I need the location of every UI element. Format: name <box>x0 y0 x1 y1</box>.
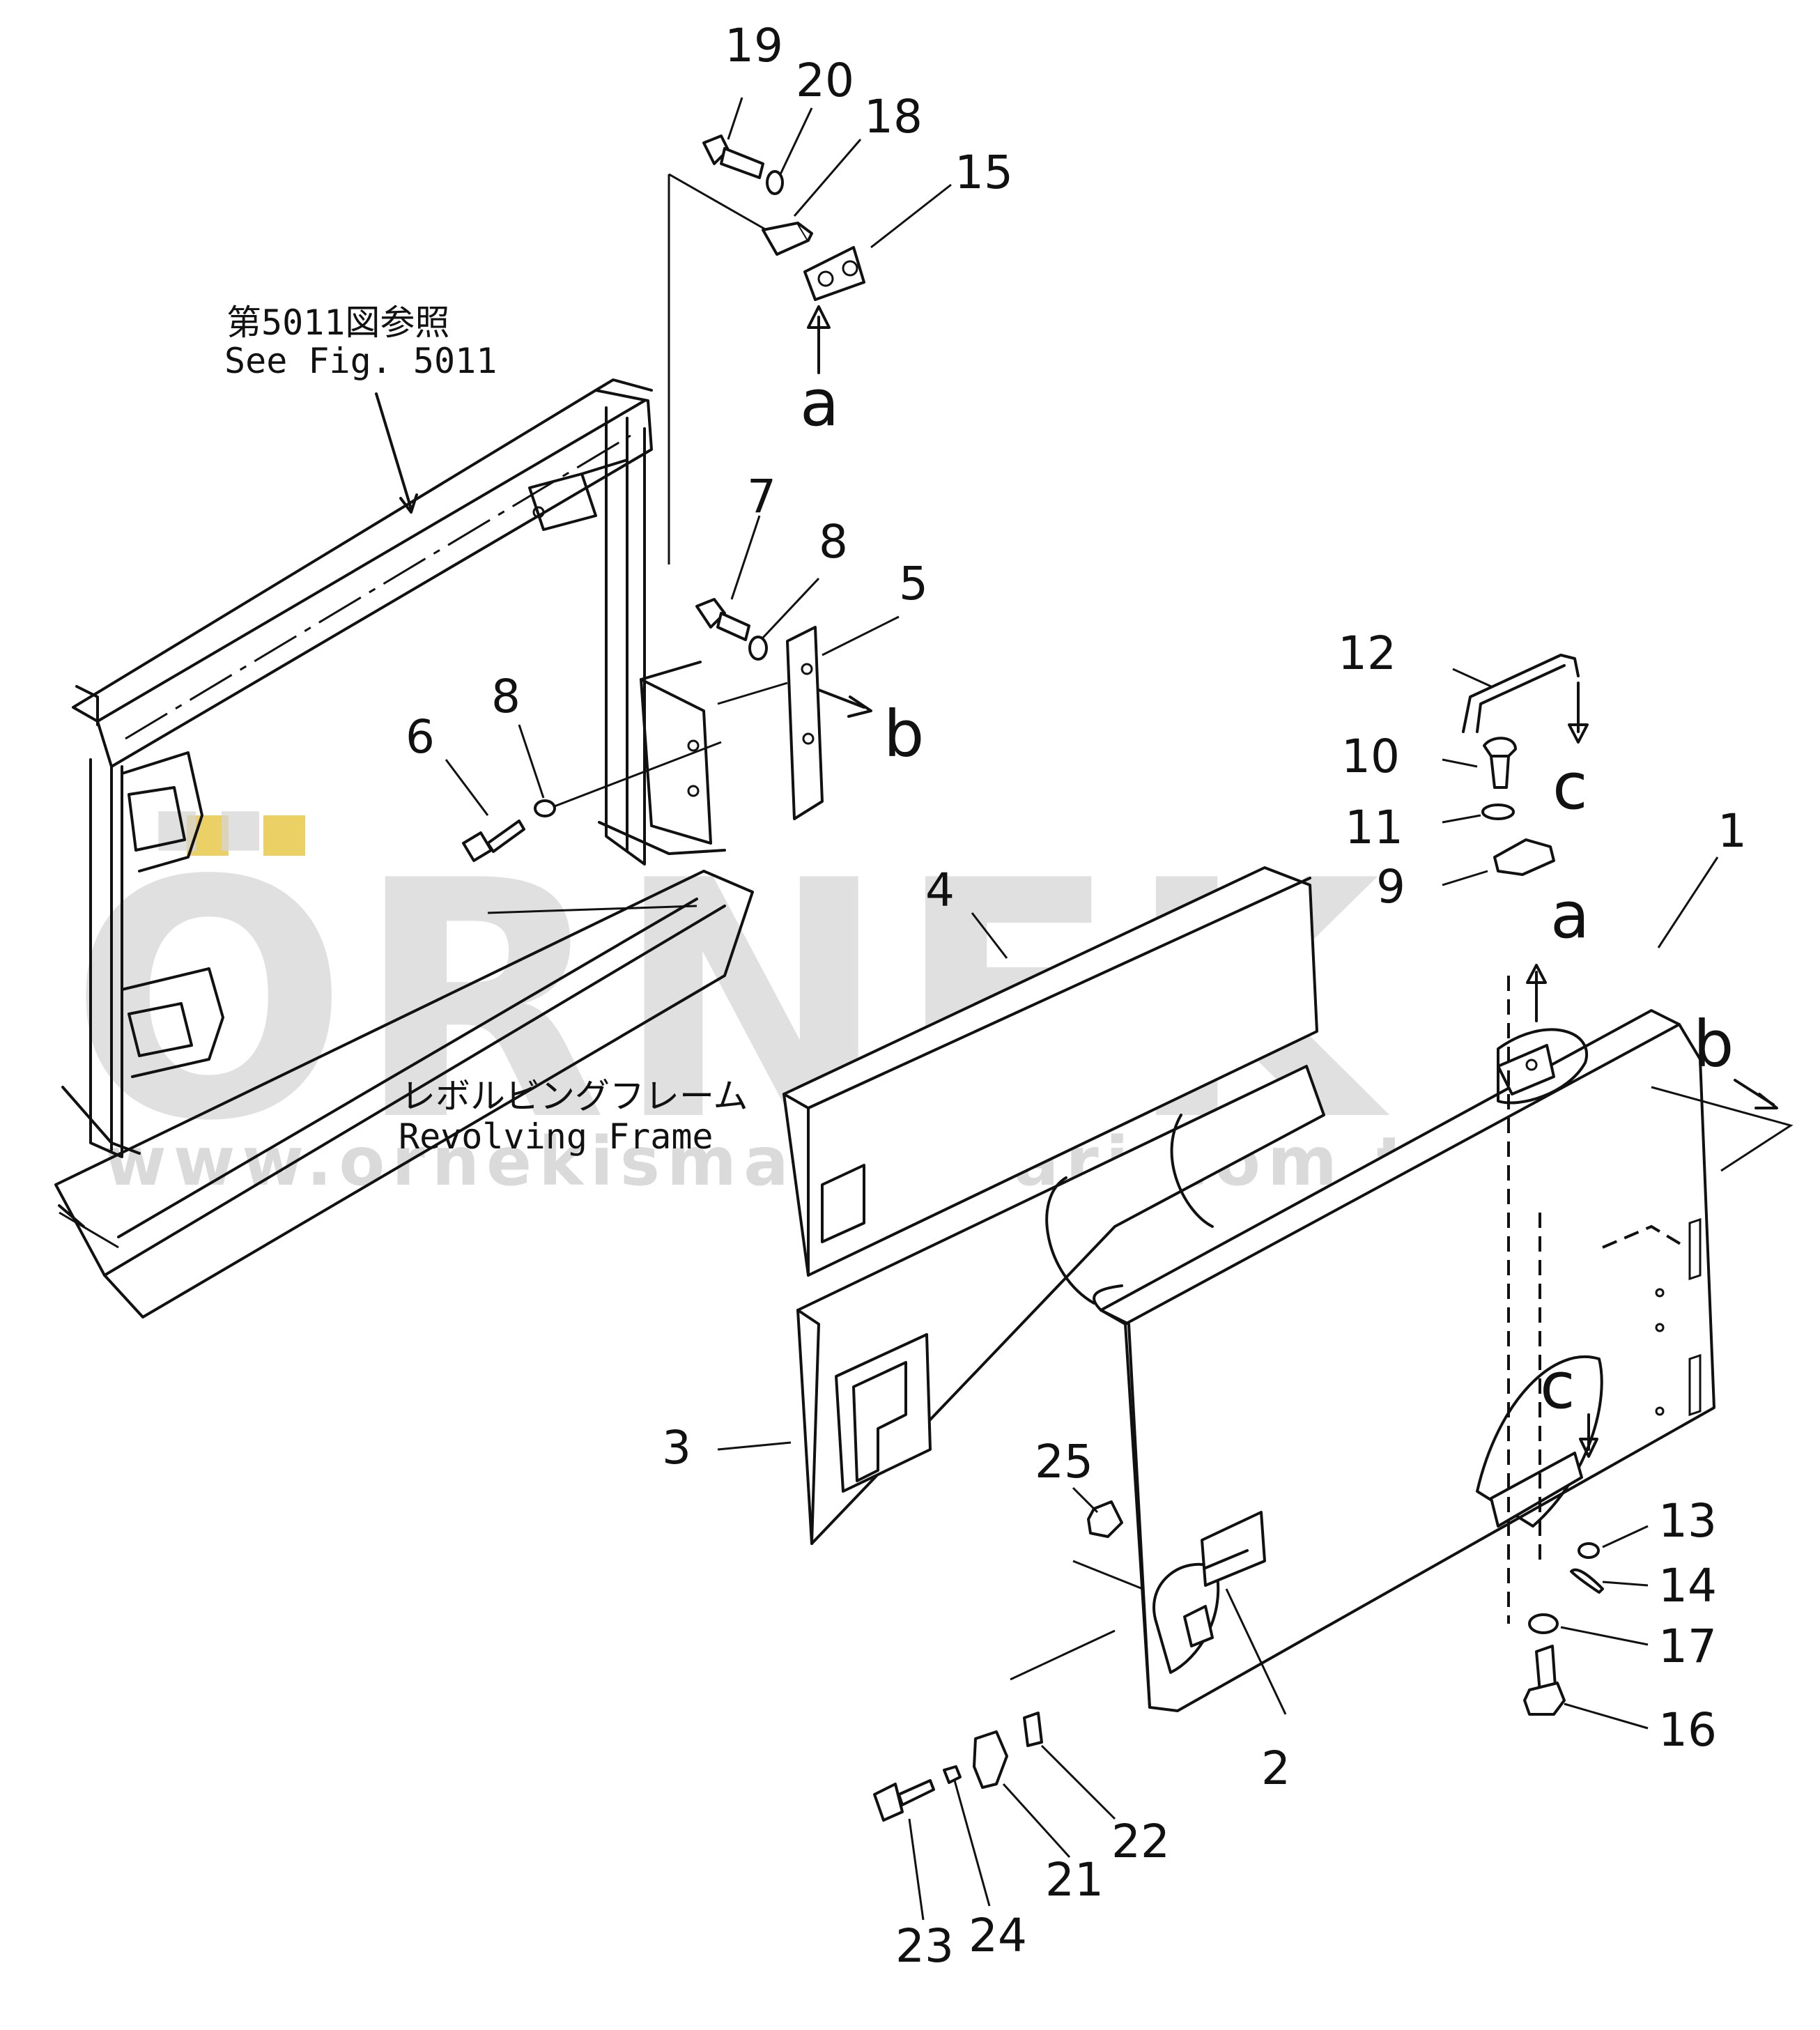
part-number-13: 13 <box>1658 1494 1717 1548</box>
part-number-25: 25 <box>1035 1435 1093 1489</box>
part-number-11: 11 <box>1345 801 1403 854</box>
watermark-umlaut-dot-right <box>263 815 305 856</box>
revolving-frame-jp: レボルビングフレーム <box>401 1076 748 1116</box>
view-marker-c-panel: c <box>1540 1348 1575 1423</box>
door-panels <box>782 866 1794 1712</box>
part-number-15: 15 <box>955 146 1013 199</box>
lower-right-hardware <box>1523 1542 1604 1716</box>
watermark-umlaut-dot-left <box>187 815 229 856</box>
part-number-21: 21 <box>1045 1853 1104 1907</box>
part-number-3: 3 <box>662 1421 691 1475</box>
part-number-1: 1 <box>1718 804 1747 858</box>
middle-hinge-hardware <box>462 598 872 862</box>
part-number-14: 14 <box>1658 1559 1717 1613</box>
part-number-6: 6 <box>406 710 435 764</box>
part-number-18: 18 <box>864 90 923 144</box>
part-number-9: 9 <box>1376 860 1405 914</box>
part-number-19: 19 <box>725 19 783 72</box>
leader-lines <box>445 97 1719 1921</box>
lower-left-hardware <box>873 1500 1123 1822</box>
part-number-7: 7 <box>747 470 776 523</box>
view-marker-b-panel: b <box>1693 1007 1734 1082</box>
part-number-17: 17 <box>1658 1620 1717 1673</box>
view-marker-a-top: a <box>800 366 839 440</box>
revolving-frame-drawing <box>54 173 788 1318</box>
part-number-4: 4 <box>925 863 955 917</box>
part-number-22: 22 <box>1111 1815 1170 1868</box>
see-fig-jp: 第5011図参照 <box>226 302 449 343</box>
revolving-frame-en: Revolving Frame <box>399 1116 714 1157</box>
view-marker-b-middle: b <box>884 697 924 771</box>
upper-latch-hardware <box>702 134 865 374</box>
part-number-labels: 19 20 18 15 7 8 5 6 8 4 3 1 2 12 10 11 9… <box>406 19 1747 1973</box>
view-marker-c-top: c <box>1552 749 1588 824</box>
part-number-24: 24 <box>969 1909 1027 1962</box>
reference-notes: 第5011図参照 See Fig. 5011 レボルビングフレーム Revolv… <box>224 302 748 1157</box>
part-number-20: 20 <box>796 54 854 107</box>
door-stay-hardware <box>1462 654 1589 876</box>
part-number-10: 10 <box>1341 730 1400 783</box>
part-number-12: 12 <box>1338 626 1396 680</box>
see-fig-en: See Fig. 5011 <box>224 341 497 381</box>
part-number-8-upper: 8 <box>819 515 848 569</box>
view-markers: a b c a b c <box>800 366 1734 1423</box>
view-marker-a-panel: a <box>1550 878 1589 953</box>
part-number-2: 2 <box>1261 1741 1290 1795</box>
part-number-5: 5 <box>899 557 928 610</box>
part-number-23: 23 <box>895 1919 954 1973</box>
part-number-16: 16 <box>1658 1703 1717 1757</box>
part-number-8-lower: 8 <box>491 670 520 723</box>
